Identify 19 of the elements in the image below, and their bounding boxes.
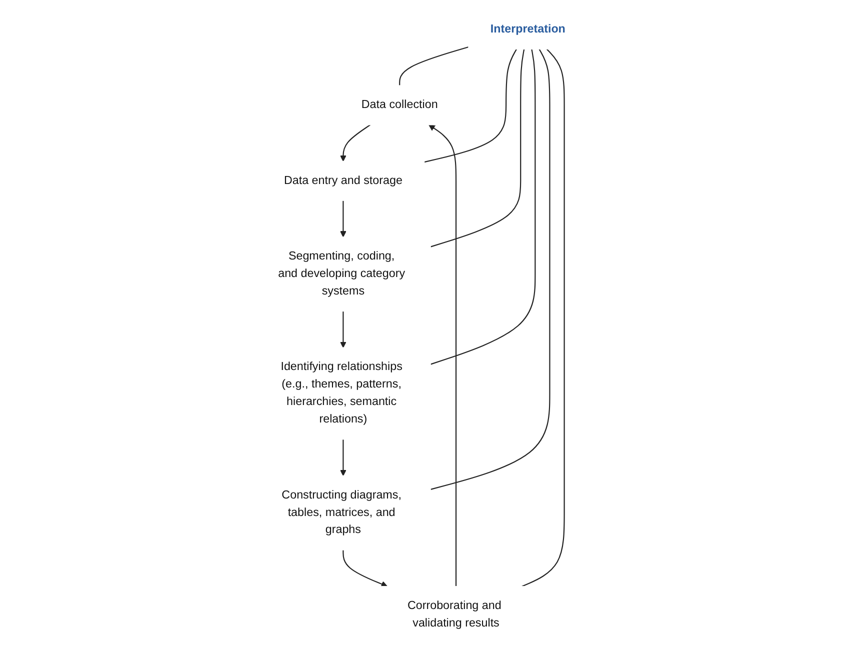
node-text: Data entry and storage xyxy=(284,174,402,187)
node-text: Identifying relationships (e.g., themes, patterns, hierarchies, semantic relations) xyxy=(280,360,402,426)
arrow xyxy=(340,200,346,238)
node-text: Constructing diagrams, tables, matrices, and graphs xyxy=(282,488,402,536)
arrow xyxy=(428,124,457,586)
node-text: Data collection xyxy=(361,98,438,112)
connector xyxy=(424,48,517,163)
connector xyxy=(430,49,525,248)
arrow xyxy=(340,439,346,476)
connector xyxy=(430,48,550,490)
arrow xyxy=(340,124,371,162)
connector xyxy=(430,49,536,365)
connector xyxy=(399,46,469,86)
connector xyxy=(522,48,565,587)
node-text: Interpretation xyxy=(490,22,566,36)
node-text: Segmenting, coding, and developing category systems xyxy=(278,250,405,298)
arrow xyxy=(340,311,346,348)
arrow xyxy=(342,550,388,588)
node-text: Corroborating and validating results xyxy=(407,599,502,630)
